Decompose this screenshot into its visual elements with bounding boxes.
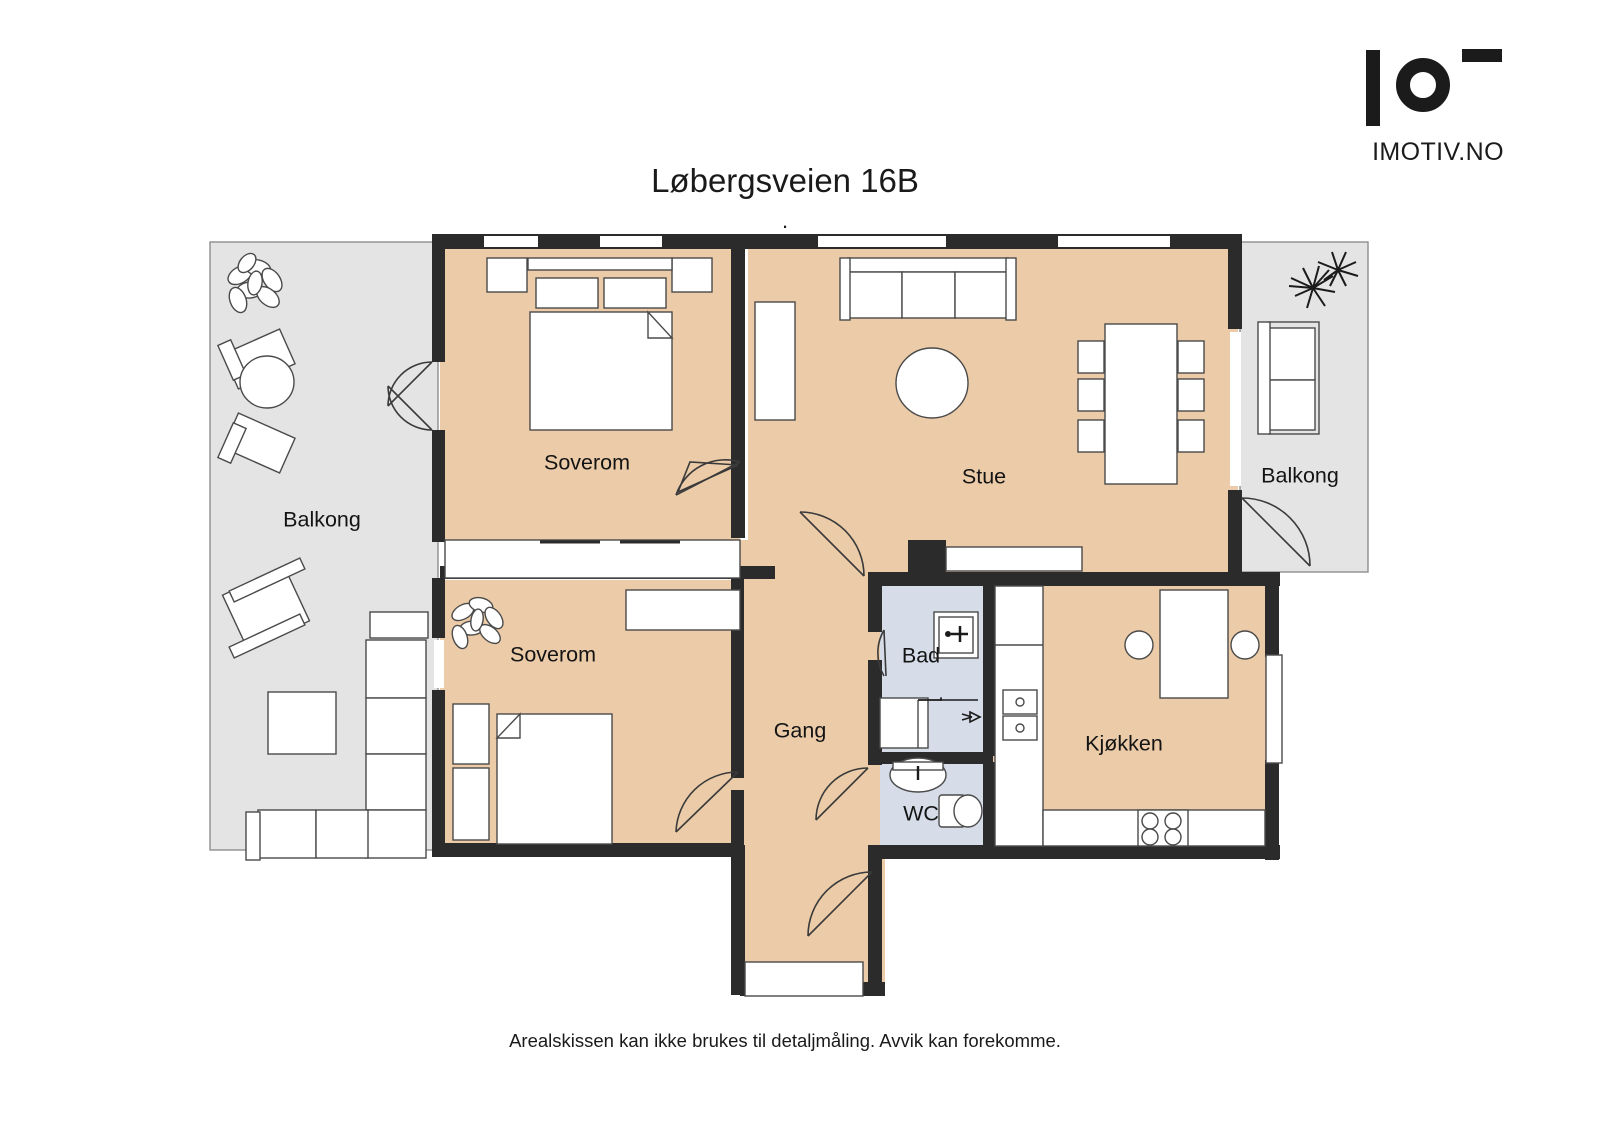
door-swings [387, 361, 1311, 937]
nightstand-right-icon [671, 257, 713, 293]
stool-left-icon [1124, 630, 1154, 660]
stool-right-icon [1230, 630, 1260, 660]
brand-logo: IMOTIV.NO [1358, 40, 1518, 167]
kitchen-table-icon [1159, 589, 1229, 699]
washing-machine-icon [879, 697, 929, 749]
wardrobe-icon [625, 589, 741, 631]
gang-furniture [744, 961, 864, 997]
round-coffee-table-icon [895, 347, 969, 419]
sink-icon [1002, 689, 1038, 741]
logo-dash-shape [1462, 49, 1502, 62]
spiky-plant-icon [1288, 251, 1359, 309]
logo-text: IMOTIV.NO [1372, 138, 1504, 166]
armchair-icon [221, 557, 311, 659]
coffee-table-icon [267, 691, 337, 755]
pillow-upper-icon [452, 703, 490, 765]
pillow-left-icon [535, 277, 599, 309]
bad-fixtures [879, 611, 982, 749]
plant-cluster-icon [227, 252, 283, 314]
page-title: Løbergsveien 16B [651, 162, 919, 199]
logo-bar-shape [1366, 50, 1380, 126]
round-table-icon [239, 355, 295, 409]
sideboard-icon [945, 546, 1083, 572]
pillow-right-icon [603, 277, 667, 309]
corner-sofa-icon [245, 611, 429, 861]
nightstand-left-icon [486, 257, 528, 293]
sofa-icon-stue [839, 257, 1017, 321]
soverom2-furniture [451, 589, 741, 845]
wc-fixtures [889, 757, 983, 828]
page-subtitle: . [781, 208, 789, 233]
stove-icon [1137, 809, 1189, 847]
headboard-icon [527, 257, 673, 271]
bed-corner-fold [647, 310, 674, 339]
dining-set-icon [1077, 323, 1205, 485]
plant-cluster-icon-2 [451, 596, 504, 650]
closet-icon [444, 539, 741, 579]
io-logo-icon [1358, 40, 1518, 136]
balcony-right-furniture [1257, 251, 1359, 435]
entry-closet-icon [744, 961, 864, 997]
bed-corner-fold-2 [495, 712, 521, 739]
balcony-left-furniture [216, 252, 429, 861]
cabinet-icon [754, 301, 796, 421]
lounge-chair-2-icon [216, 412, 296, 474]
disclaimer-text: Arealskissen kan ikke brukes til detaljm… [509, 1030, 1061, 1051]
sofa-icon [1257, 321, 1320, 435]
stue-furniture [754, 257, 1205, 572]
window-openings [434, 236, 1278, 756]
pillow-lower-icon [452, 767, 490, 841]
soverom1-furniture [444, 257, 741, 579]
toilet-icon [938, 794, 983, 828]
